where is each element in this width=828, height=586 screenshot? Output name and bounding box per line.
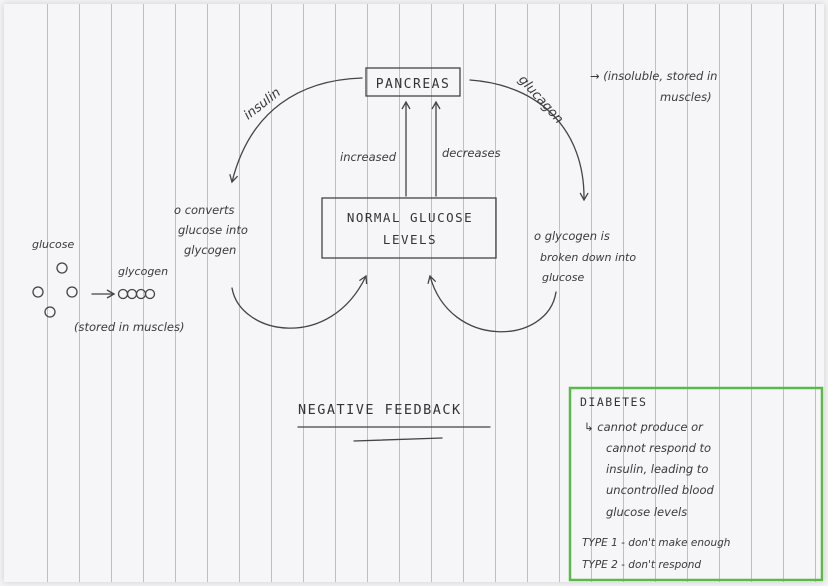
glycogen-unit <box>117 288 129 300</box>
glucose-molecule <box>44 306 56 318</box>
decreases-label: decreases <box>442 146 501 160</box>
converts-line1: o converts <box>174 203 234 217</box>
glycogen-label: glycogen <box>118 265 168 278</box>
glucagon-label: glucagon <box>515 73 566 127</box>
diabetes-line3: insulin, leading to <box>606 462 708 476</box>
diabetes-line2: cannot respond to <box>606 441 711 455</box>
normal-glucose-line1: NORMAL GLUCOSE <box>347 210 473 225</box>
notebook-page <box>4 4 824 582</box>
glucagon-note-line1: → (insoluble, stored in <box>590 69 717 83</box>
diabetes-line5: glucose levels <box>606 505 687 519</box>
diabetes-type2: TYPE 2 - don't respond <box>582 559 701 571</box>
broken-line3: glucose <box>542 271 585 284</box>
normal-glucose-line2: LEVELS <box>383 232 437 247</box>
glycogen-unit <box>126 288 138 300</box>
title-underline-short <box>353 437 443 442</box>
converts-line2: glucose into <box>178 223 248 237</box>
pancreas-box <box>365 67 461 97</box>
converts-line3: glycogen <box>184 243 236 257</box>
insulin-arrow <box>229 77 363 184</box>
diabetes-line1: ↳ cannot produce or <box>584 420 704 434</box>
glycogen-unit <box>144 288 156 300</box>
diabetes-title: DIABETES <box>580 395 647 409</box>
glucose-molecule <box>32 286 44 298</box>
insulin-label: insulin <box>241 85 284 123</box>
negative-feedback-title: NEGATIVE FEEDBACK <box>298 402 462 418</box>
diabetes-type1: TYPE 1 - don't make enough <box>582 537 730 549</box>
stored-in-muscles: (stored in muscles) <box>74 320 184 334</box>
pancreas-label: PANCREAS <box>376 77 451 92</box>
glucagon-note-line2: muscles) <box>660 90 712 104</box>
left-return-arrow <box>231 274 368 329</box>
glucose-molecule <box>66 286 78 298</box>
broken-line2: broken down into <box>540 251 636 264</box>
glycogen-unit <box>135 288 147 300</box>
glucagon-arrow <box>469 79 589 202</box>
diabetes-line4: uncontrolled blood <box>606 483 714 497</box>
increased-label: increased <box>340 150 397 164</box>
right-return-arrow <box>427 274 557 333</box>
normal-glucose-box <box>321 197 497 259</box>
diabetes-box <box>568 386 824 582</box>
glucose-label: glucose <box>32 238 75 251</box>
broken-line1: o glycogen is <box>534 229 610 243</box>
glucose-molecule <box>56 262 68 274</box>
